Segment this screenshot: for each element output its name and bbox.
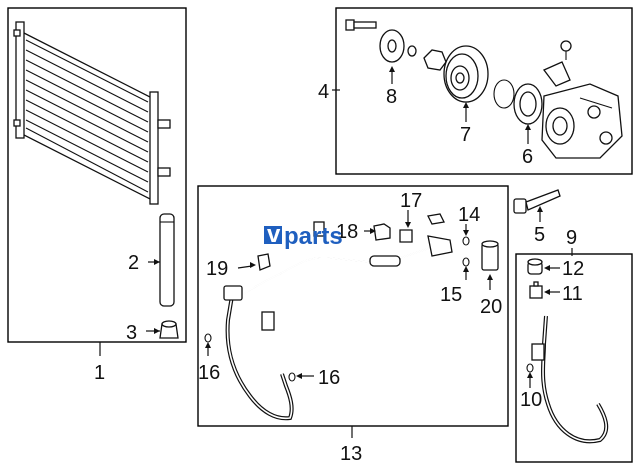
compressor-box	[335, 7, 633, 175]
expansion-valve[interactable]	[481, 240, 499, 271]
o-ring-16a[interactable]	[204, 333, 212, 343]
callout-8: 8	[386, 86, 397, 108]
bracket[interactable]	[542, 40, 572, 87]
liquid-tube[interactable]	[531, 315, 609, 444]
condenser-group: 2 3 1	[7, 7, 187, 384]
callout-17: 17	[400, 190, 422, 212]
o-ring-16b[interactable]	[288, 372, 296, 382]
compressor[interactable]	[541, 83, 623, 159]
callout-10: 10	[520, 389, 542, 411]
callout-5: 5	[534, 224, 545, 246]
callout-13: 13	[340, 443, 362, 465]
callout-18: 18	[336, 221, 358, 243]
callout-9: 9	[566, 227, 577, 249]
suction-hose[interactable]	[239, 235, 453, 297]
snap-ring[interactable]	[423, 49, 447, 71]
o-ring-15[interactable]	[462, 257, 470, 267]
compressor-group: 4 8 7 6	[318, 7, 633, 175]
watermark-text: parts	[284, 223, 343, 250]
callout-12: 12	[562, 258, 584, 280]
fitting-bracket[interactable]	[313, 221, 325, 237]
pulley[interactable]	[443, 45, 489, 103]
shim[interactable]	[407, 45, 417, 57]
callout-14: 14	[458, 204, 480, 226]
watermark-prefix: v	[267, 221, 281, 248]
drier-plug[interactable]	[159, 320, 179, 339]
lines-box	[197, 185, 509, 427]
retaining-ring[interactable]	[493, 79, 515, 109]
pressure-plate[interactable]	[379, 29, 405, 63]
callout-6: 6	[522, 146, 533, 168]
o-ring-14[interactable]	[462, 236, 470, 246]
condenser-box	[7, 7, 187, 343]
callout-4: 4	[318, 81, 329, 103]
condenser[interactable]	[13, 21, 171, 205]
callout-2: 2	[128, 252, 139, 274]
watermark-mark	[264, 226, 282, 244]
sensor-19[interactable]	[257, 253, 271, 271]
cap-18[interactable]	[373, 223, 391, 241]
callout-16-right: 16	[318, 367, 340, 389]
o-ring-10[interactable]	[526, 363, 534, 373]
compressor-bolt[interactable]	[345, 19, 377, 31]
callout-11: 11	[562, 283, 583, 305]
callout-16-left: 16	[198, 362, 220, 384]
mounting-bolt[interactable]	[513, 189, 561, 214]
field-coil[interactable]	[513, 83, 543, 125]
line-group: 17 18 14 15 20 19 16 16 13	[197, 185, 509, 465]
valve-11[interactable]	[529, 281, 543, 299]
receiver-drier[interactable]	[159, 213, 175, 307]
watermark: v parts	[264, 221, 343, 250]
liquid-line-group: 12 11 10 9	[515, 227, 633, 463]
bolt-small[interactable]	[427, 213, 445, 225]
callout-3: 3	[126, 322, 137, 344]
callout-19: 19	[206, 258, 228, 280]
discharge-hose[interactable]	[223, 285, 294, 421]
callout-15: 15	[440, 284, 462, 306]
cap-12[interactable]	[527, 258, 543, 275]
callout-1: 1	[94, 362, 105, 384]
callout-7: 7	[460, 124, 471, 146]
valve-core-17[interactable]	[399, 229, 413, 243]
callout-20: 20	[480, 296, 502, 318]
liquid-line-box	[515, 253, 633, 463]
